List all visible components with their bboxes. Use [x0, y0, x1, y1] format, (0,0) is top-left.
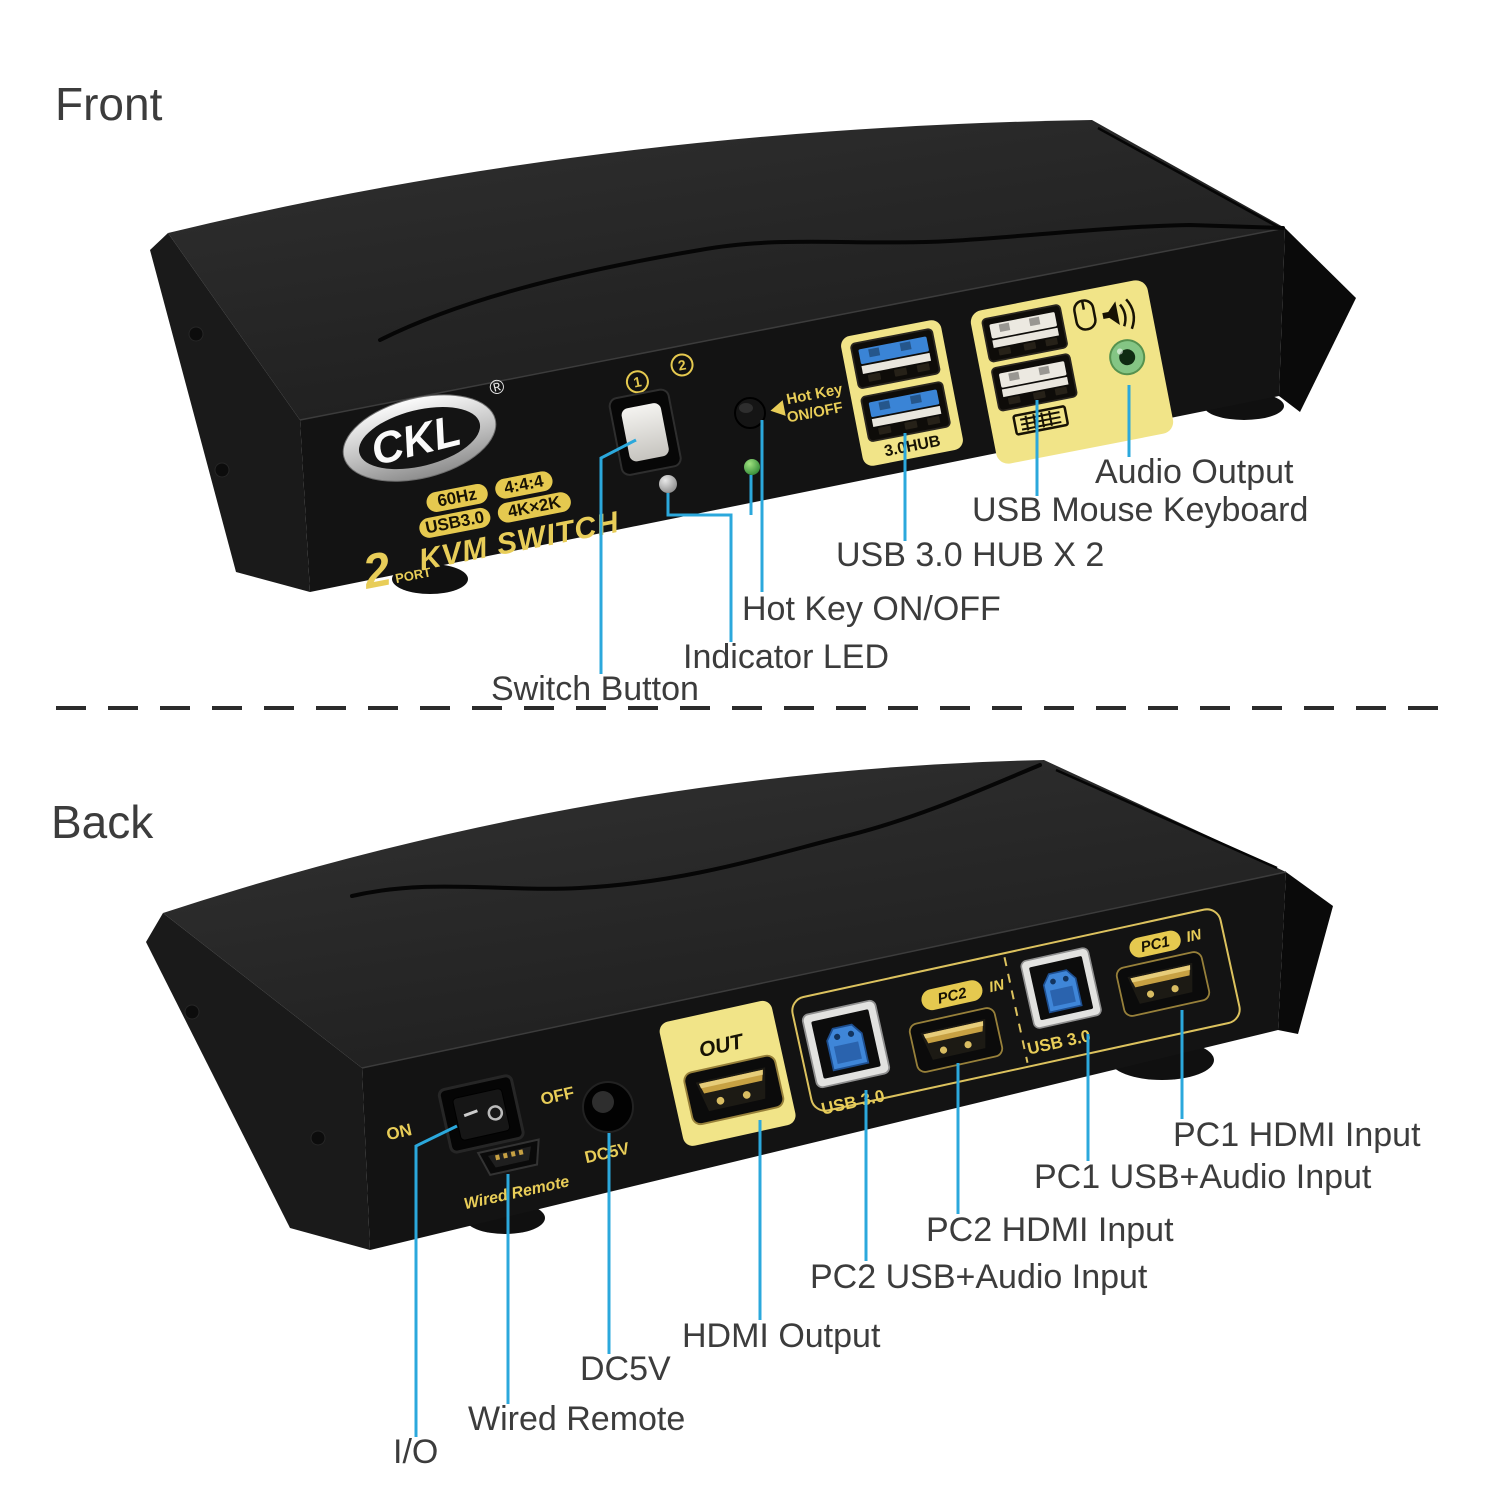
wired-remote-pins [495, 1149, 524, 1161]
front-callout-lines [599, 385, 1131, 674]
back-right-face [1278, 872, 1333, 1034]
back-left-face [146, 913, 370, 1250]
kb-mouse-audio-panel [970, 280, 1174, 464]
power-switch-rocker[interactable] [452, 1088, 511, 1141]
hdmi-out-panel: OUT [659, 1000, 796, 1146]
badge-444 [495, 471, 553, 499]
line-switch-button [599, 438, 637, 674]
led-port2 [744, 459, 760, 475]
port2-number: 2 [677, 356, 688, 373]
line-io [414, 1124, 458, 1437]
callout-dc5v: DC5V [580, 1350, 671, 1388]
front-top-wave-seam [378, 222, 1285, 342]
pc2-in-text: IN [987, 976, 1006, 996]
callout-pc1-hdmi: PC1 HDMI Input [1173, 1116, 1421, 1154]
pc2-usb-port[interactable] [800, 998, 892, 1090]
front-top-face [168, 120, 1285, 420]
keyboard-icon [1012, 405, 1069, 436]
audio-jack-highlight [1116, 348, 1123, 355]
back-top-edge-highlight [361, 871, 1287, 1069]
logo-oval-inner [358, 407, 481, 470]
pc1-badge-text: PC1 [1139, 933, 1171, 956]
pc1-badge: PC1 IN [1129, 926, 1204, 958]
back-top-face [163, 760, 1286, 1068]
front-screw-hole-2 [214, 462, 230, 478]
pc1-badge-pill [1129, 930, 1181, 958]
registered-mark: ® [487, 375, 507, 400]
speaker-icon [1102, 298, 1136, 330]
callout-indicator-led: Indicator LED [683, 638, 889, 676]
pc1-in-text: IN [1185, 926, 1204, 946]
brand-logo: CKL ® [342, 375, 507, 482]
port2-number-circle [670, 353, 694, 377]
pc2-badge: PC2 IN [921, 976, 1007, 1011]
front-right-seam [1097, 126, 1281, 230]
back-screw-hole-2 [310, 1130, 326, 1146]
callout-usb-mouse-keyboard: USB Mouse Keyboard [972, 491, 1308, 529]
front-screw-hole-1 [188, 326, 204, 342]
power-on-mark [463, 1109, 478, 1118]
power-switch-group [437, 1074, 525, 1154]
callout-pc2-hdmi: PC2 HDMI Input [926, 1211, 1174, 1249]
line-indicator-led [666, 475, 753, 642]
callout-hotkey: Hot Key ON/OFF [742, 590, 1001, 628]
badge-60hz [426, 483, 488, 512]
front-left-face [150, 233, 310, 592]
back-top-wave-seam [350, 763, 1042, 898]
front-right-face [1279, 228, 1356, 412]
callout-pc1-usb: PC1 USB+Audio Input [1034, 1158, 1372, 1196]
pc-group-divider [1003, 957, 1029, 1063]
back-device: ON OFF DC5V Wired Remote OUT [146, 760, 1333, 1250]
callout-pc2-usb: PC2 USB+Audio Input [810, 1258, 1148, 1296]
port-word: PORT [394, 564, 432, 586]
back-callout-lines [414, 1010, 1184, 1437]
pc1-usb-port[interactable] [1019, 946, 1103, 1030]
badge-4k2k [497, 492, 571, 523]
back-right-seam [1055, 768, 1278, 870]
callout-usb-hub: USB 3.0 HUB X 2 [836, 536, 1104, 574]
callout-io: I/O [393, 1433, 438, 1471]
back-screw-hole-1 [184, 1004, 200, 1020]
badge-usb30 [419, 507, 491, 538]
callout-audio-output: Audio Output [1095, 453, 1294, 491]
power-off-mark [487, 1105, 504, 1121]
callout-switch-button: Switch Button [491, 670, 699, 708]
port1-number-circle [625, 370, 649, 394]
spec-badges: 60Hz 4:4:4 USB3.0 4K×2K 2 PORT KVM SWITC… [358, 471, 623, 600]
front-heading: Front [55, 78, 163, 130]
callout-hdmi-output: HDMI Output [682, 1317, 881, 1355]
front-top-edge-highlight [299, 227, 1286, 421]
port1-number: 1 [632, 373, 643, 390]
audio-jack-hole [1119, 349, 1136, 366]
switch-button-group: 1 2 [608, 353, 694, 476]
hotkey-arrow-icon [770, 400, 786, 416]
callout-wired-remote: Wired Remote [468, 1400, 685, 1438]
switch-button[interactable] [620, 402, 670, 463]
pc2-badge-pill [921, 980, 983, 1011]
mouse-icon [1073, 299, 1097, 331]
wired-remote-port[interactable] [476, 1138, 544, 1177]
pc-group-frame [791, 908, 1241, 1112]
led-port1 [659, 475, 677, 493]
front-device: CKL ® 60Hz 4:4:4 USB3.0 4K×2K 2 PORT KVM… [150, 120, 1356, 600]
dc-power-jack-pin [592, 1091, 614, 1113]
hotkey-button-highlight [739, 403, 753, 413]
back-heading: Back [51, 796, 154, 848]
pc2-badge-text: PC2 [936, 985, 969, 1008]
